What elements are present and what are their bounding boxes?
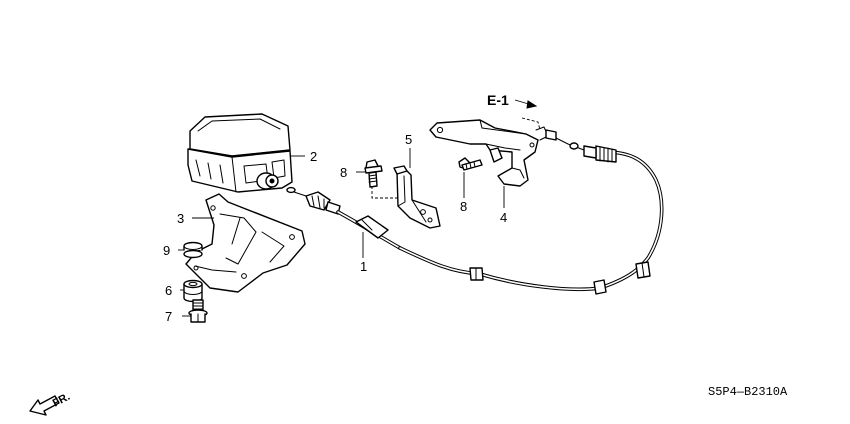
grommet	[183, 241, 203, 259]
leader-lines	[178, 117, 541, 317]
reference-label: E-1	[487, 92, 509, 108]
bolt-right	[458, 157, 483, 171]
callout-4: 4	[500, 210, 507, 225]
throttle-cable	[286, 129, 664, 295]
callout-5: 5	[405, 132, 412, 147]
callout-7: 7	[165, 309, 172, 324]
mounting-bracket	[185, 193, 306, 293]
callout-9: 9	[163, 243, 170, 258]
callout-8-left: 8	[340, 165, 347, 180]
callout-1: 1	[360, 259, 367, 274]
actuator-unit	[187, 113, 293, 193]
mount-rubber	[183, 279, 203, 303]
callout-6: 6	[165, 283, 172, 298]
diagram-code: S5P4—B2310A	[708, 385, 788, 399]
callout-8-right: 8	[460, 199, 467, 214]
front-direction-arrow-icon	[29, 395, 60, 416]
upper-bracket	[429, 119, 549, 187]
cable-bracket	[393, 165, 441, 229]
flange-bolt	[188, 299, 208, 323]
reference-arrow-icon	[514, 99, 538, 109]
callout-3: 3	[177, 211, 184, 226]
front-direction-label: FR.	[51, 391, 72, 410]
bolt-left	[364, 159, 383, 188]
front-direction-marker: FR.	[29, 391, 72, 416]
reference-marker: E-1	[487, 92, 538, 109]
callout-2: 2	[310, 149, 317, 164]
